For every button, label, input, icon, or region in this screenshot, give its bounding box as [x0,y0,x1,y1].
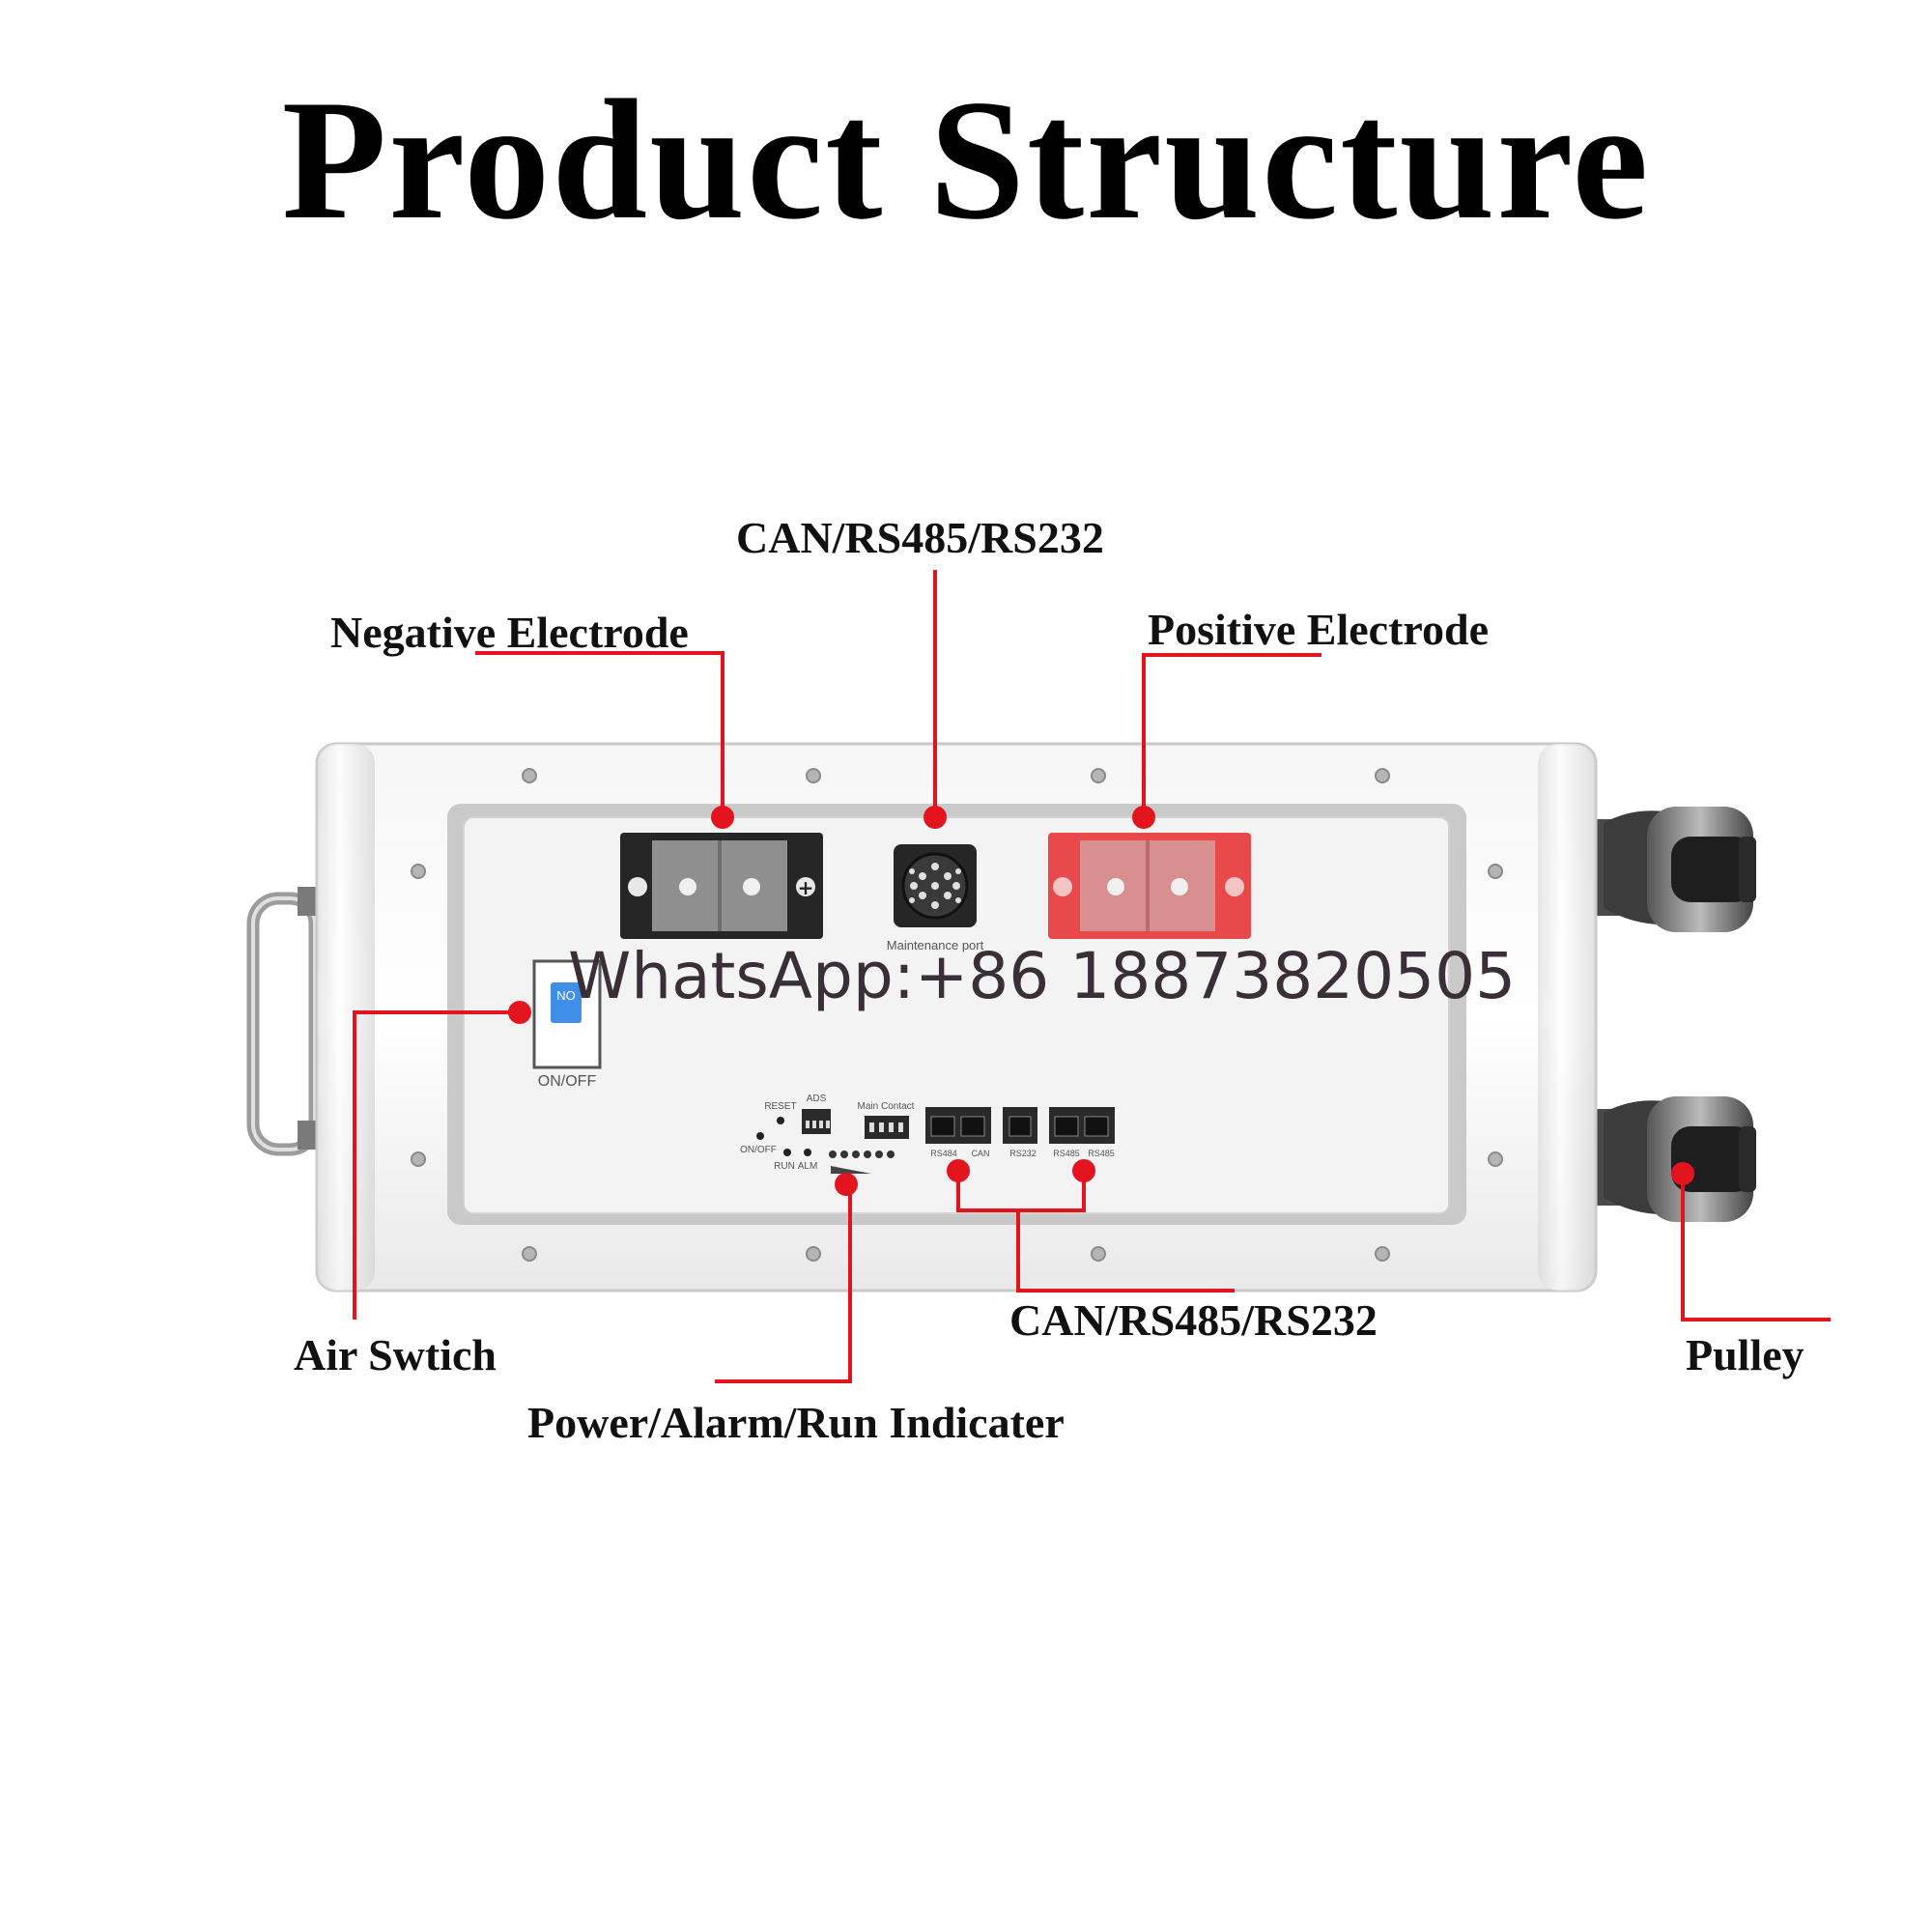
rs484-port-label: RS484 [930,1149,957,1158]
pulley-bottom [1596,1096,1756,1222]
leader-pulley [1681,1179,1831,1321]
rs485-port-label-a: RS485 [1053,1149,1080,1158]
main-contact-label: Main Contact [858,1101,915,1112]
page-title: Product Structure [281,64,1651,255]
leader-lines [353,570,1831,1383]
indicator-leds [829,1151,895,1174]
plus-icon: + [798,876,814,899]
positive-terminal [1048,833,1251,939]
ads-dip-switch [802,1109,831,1134]
switch-state-label: NO [556,988,576,1003]
callout-indicator: Power/Alarm/Run Indicater [527,1398,1065,1447]
can-port-label: CAN [971,1149,989,1158]
callout-negative-electrode: Negative Electrode [330,608,689,657]
maintenance-port [894,844,977,927]
pulley-top [1596,807,1756,932]
rs232-port-label: RS232 [1009,1149,1037,1158]
callout-air-switch: Air Swtich [294,1330,497,1379]
watermark: WhatsApp:+86 18873820505 [568,939,1517,1013]
control-buttons [756,1117,811,1156]
rs485-port-label-b: RS485 [1088,1149,1115,1158]
leader-can-bottom-stem [1016,1210,1235,1293]
leader-positive [1142,653,1321,815]
reset-label: RESET [764,1101,796,1112]
negative-terminal [620,833,823,939]
leader-can-bottom [956,1180,1086,1212]
run-label: RUN [774,1161,795,1172]
callout-positive-electrode: Positive Electrode [1148,605,1489,654]
leader-dots [508,806,1694,1196]
leader-negative [475,651,724,815]
maintenance-port-label: Maintenance port [887,938,984,952]
callout-can-bottom: CAN/RS485/RS232 [1009,1295,1378,1345]
callout-pulley: Pulley [1686,1330,1804,1379]
side-handle [246,887,322,1156]
leader-indicator [715,1188,852,1383]
switch-label: ON/OFF [538,1073,597,1090]
leader-air-switch [353,1010,520,1320]
callout-can-top: CAN/RS485/RS232 [736,513,1104,562]
ads-label: ADS [807,1094,827,1104]
main-contact-connector [865,1116,909,1139]
case-screws [411,768,1503,1262]
comm-ports [925,1107,1115,1144]
air-switch [532,959,602,1069]
onoff-small-label: ON/OFF [740,1145,777,1155]
alm-label: ALM [798,1161,818,1172]
